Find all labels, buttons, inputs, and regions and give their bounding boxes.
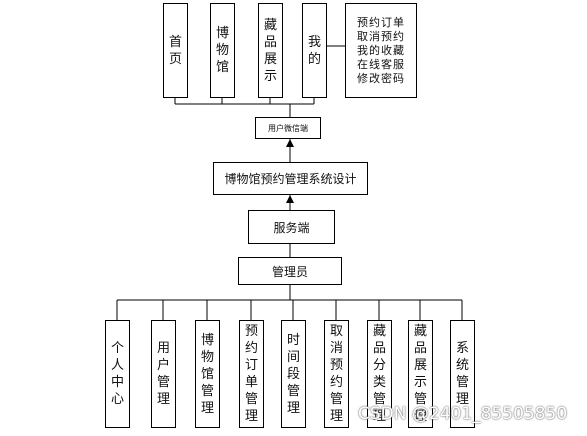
system-label: 博物馆预约管理系统设计 bbox=[224, 172, 357, 186]
module-label-collection-display: 藏 品 展 示 bbox=[263, 17, 277, 84]
mine-details-text: 预约订单 取消预约 我的收藏 在线客服 修改密码 bbox=[357, 15, 405, 85]
admin-module-box-system-mgmt bbox=[450, 320, 475, 428]
admin-box bbox=[238, 257, 342, 285]
admin-module-label-system-mgmt: 系 统 管 理 bbox=[455, 341, 469, 407]
admin-module-box-user-mgmt bbox=[151, 320, 176, 428]
server-label: 服务端 bbox=[273, 220, 310, 235]
system-box bbox=[213, 162, 368, 195]
admin-module-box-personal-center bbox=[105, 320, 130, 428]
admin-module-box-cancel-mgmt bbox=[324, 320, 349, 428]
admin-label: 管理员 bbox=[271, 264, 308, 279]
module-label-museum: 博 物 馆 bbox=[215, 26, 229, 75]
admin-module-label-category-mgmt: 藏 品 分 类 管 理 bbox=[372, 324, 386, 424]
admin-module-label-cancel-mgmt: 取 消 预 约 管 理 bbox=[329, 324, 343, 424]
user-end-box bbox=[255, 117, 321, 139]
admin-module-box-order-mgmt bbox=[239, 320, 264, 428]
user-end-label: 用户微信端 bbox=[268, 123, 308, 133]
module-box-home bbox=[163, 3, 188, 98]
admin-module-label-personal-center: 个 人 中 心 bbox=[110, 341, 124, 407]
admin-module-label-order-mgmt: 预 约 订 单 管 理 bbox=[244, 324, 258, 424]
admin-module-label-display-mgmt: 藏 品 展 示 管 理 bbox=[413, 324, 427, 424]
admin-module-label-timeslot-mgmt: 时 间 段 管 理 bbox=[286, 332, 300, 416]
admin-module-box-timeslot-mgmt bbox=[281, 320, 306, 428]
module-box-museum bbox=[210, 3, 235, 98]
watermark: CSDN @2401_85505850 bbox=[358, 404, 568, 424]
module-box-collection-display bbox=[258, 3, 283, 98]
server-box bbox=[248, 210, 335, 244]
admin-module-label-museum-mgmt: 博 物 馆 管 理 bbox=[200, 332, 214, 416]
admin-module-box-display-mgmt bbox=[408, 320, 433, 428]
module-label-mine: 我 的 bbox=[307, 34, 321, 67]
admin-module-box-museum-mgmt bbox=[195, 320, 220, 428]
module-label-home: 首 页 bbox=[168, 34, 182, 67]
mine-details-box bbox=[345, 3, 417, 98]
admin-module-label-user-mgmt: 用 户 管 理 bbox=[156, 341, 170, 407]
module-box-mine bbox=[302, 3, 327, 98]
admin-module-box-category-mgmt bbox=[367, 320, 392, 428]
